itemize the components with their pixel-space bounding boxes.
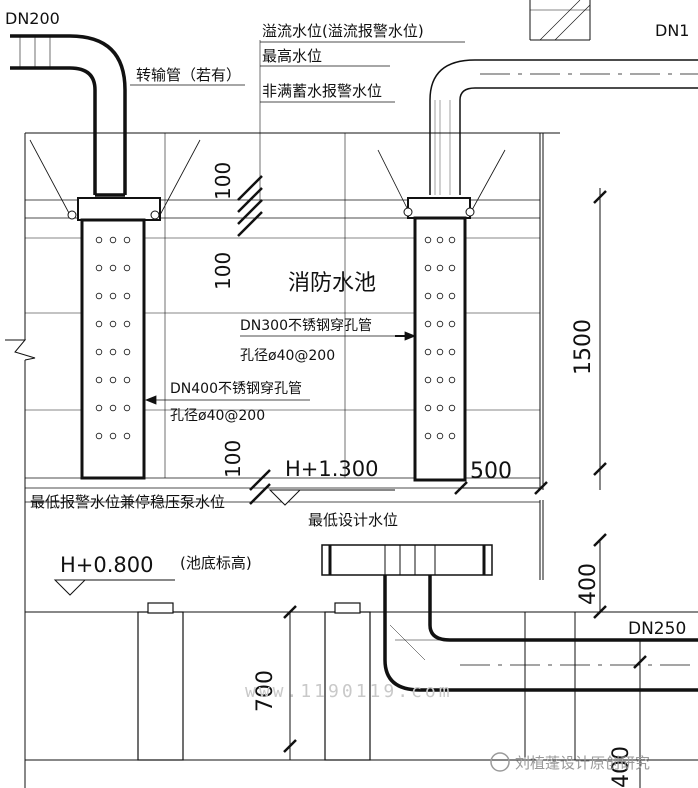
watermark: www.1190119.com 刘植蓬设计原创研究 (245, 681, 650, 772)
perforation-hole (123, 320, 131, 328)
perforation-hole (95, 236, 103, 244)
dim-500: 500 (470, 459, 512, 484)
perforation-hole (95, 348, 103, 356)
perforation-hole (436, 376, 444, 384)
label-elev-1300: H+1.300 (285, 457, 379, 481)
watermark-brand: 刘植蓬设计原创研究 (515, 754, 650, 772)
perforation-hole (123, 292, 131, 300)
perforation-hole (109, 292, 117, 300)
dimension-lines (237, 175, 647, 788)
dim-100-mid: 100 (211, 252, 235, 290)
perforation-hole (123, 348, 131, 356)
perforation-hole (448, 292, 456, 300)
leader-lines (130, 41, 465, 405)
perforation-hole (436, 236, 444, 244)
label-dn1: DN1 (655, 21, 689, 40)
label-highest-level: 最高水位 (262, 47, 322, 65)
perforation-hole (424, 236, 432, 244)
perforation-hole (436, 404, 444, 412)
perforation-hole (95, 376, 103, 384)
perforation-hole (109, 236, 117, 244)
perforation-hole (109, 376, 117, 384)
perforation-hole (123, 432, 131, 440)
wechat-logo-icon (490, 752, 510, 772)
level-markers (53, 489, 395, 596)
label-dn250: DN250 (628, 619, 686, 639)
perforation-hole (436, 292, 444, 300)
perforation-hole (123, 264, 131, 272)
perforation-hole (448, 432, 456, 440)
perforation-hole (109, 432, 117, 440)
perforation-hole (448, 404, 456, 412)
dim-700: 700 (253, 670, 278, 712)
perforation-hole (436, 432, 444, 440)
perforation-hole (109, 264, 117, 272)
label-fire-pool: 消防水池 (288, 271, 376, 296)
dim-400: 400 (576, 563, 601, 605)
suction-pipe-dn250 (321, 544, 698, 692)
perforation-hole (109, 320, 117, 328)
perforation-hole (95, 432, 103, 440)
perforation-hole (448, 320, 456, 328)
perforation-hole (95, 292, 103, 300)
perforation-hole (436, 348, 444, 356)
perforated-pipe-dn400 (29, 139, 201, 480)
dim-400-bottom: 400 (609, 746, 634, 788)
perforation-hole (424, 292, 432, 300)
perforation-hole (436, 320, 444, 328)
label-hole-300: 孔径ø40@200 (240, 348, 335, 364)
watermark-site: www.1190119.com (245, 681, 453, 702)
perforation-hole (123, 376, 131, 384)
drawing-labels: DN200 DN1 转输管（若有） 溢流水位(溢流报警水位) 最高水位 非满蓄水… (5, 9, 689, 639)
dim-100-top: 100 (211, 162, 235, 200)
perforation-hole (424, 264, 432, 272)
label-hole-400: 孔径ø40@200 (170, 408, 265, 424)
perforation-holes-right (424, 236, 456, 440)
label-lowest-alarm: 最低报警水位兼停稳压泵水位 (30, 493, 225, 511)
perforation-hole (424, 376, 432, 384)
perforation-hole (424, 432, 432, 440)
label-dn400-pipe: DN400不锈钢穿孔管 (170, 381, 302, 397)
perforation-hole (448, 376, 456, 384)
perforation-hole (123, 236, 131, 244)
label-overflow-level: 溢流水位(溢流报警水位) (262, 22, 424, 40)
perforation-hole (448, 236, 456, 244)
perforation-hole (109, 348, 117, 356)
perforation-holes-left (95, 236, 131, 440)
overflow-pipe-dn1 (429, 59, 698, 195)
transfer-pipe-dn200 (10, 34, 127, 197)
perforation-hole (448, 348, 456, 356)
perforation-hole (95, 404, 103, 412)
label-pool-bottom: (池底标高) (180, 554, 252, 572)
perforation-hole (436, 264, 444, 272)
pump-pedestals (137, 602, 371, 761)
label-not-full-alarm: 非满蓄水报警水位 (262, 82, 382, 100)
perforation-hole (424, 348, 432, 356)
perforation-hole (424, 404, 432, 412)
perforated-pipe-dn300 (377, 149, 506, 482)
perforation-hole (424, 320, 432, 328)
perforation-hole (109, 404, 117, 412)
perforation-hole (123, 404, 131, 412)
dimension-values: 100 100 100 1500 500 400 700 400 (211, 162, 634, 788)
perforation-hole (95, 264, 103, 272)
label-elev-0800: H+0.800 (60, 553, 154, 577)
label-lowest-design: 最低设计水位 (308, 511, 398, 529)
perforation-hole (95, 320, 103, 328)
label-dn300-pipe: DN300不锈钢穿孔管 (240, 318, 372, 334)
label-transfer-pipe: 转输管（若有） (136, 66, 241, 84)
perforation-hole (448, 264, 456, 272)
dim-1500: 1500 (571, 319, 596, 375)
dim-100-low: 100 (221, 440, 245, 478)
label-dn200: DN200 (5, 9, 60, 28)
